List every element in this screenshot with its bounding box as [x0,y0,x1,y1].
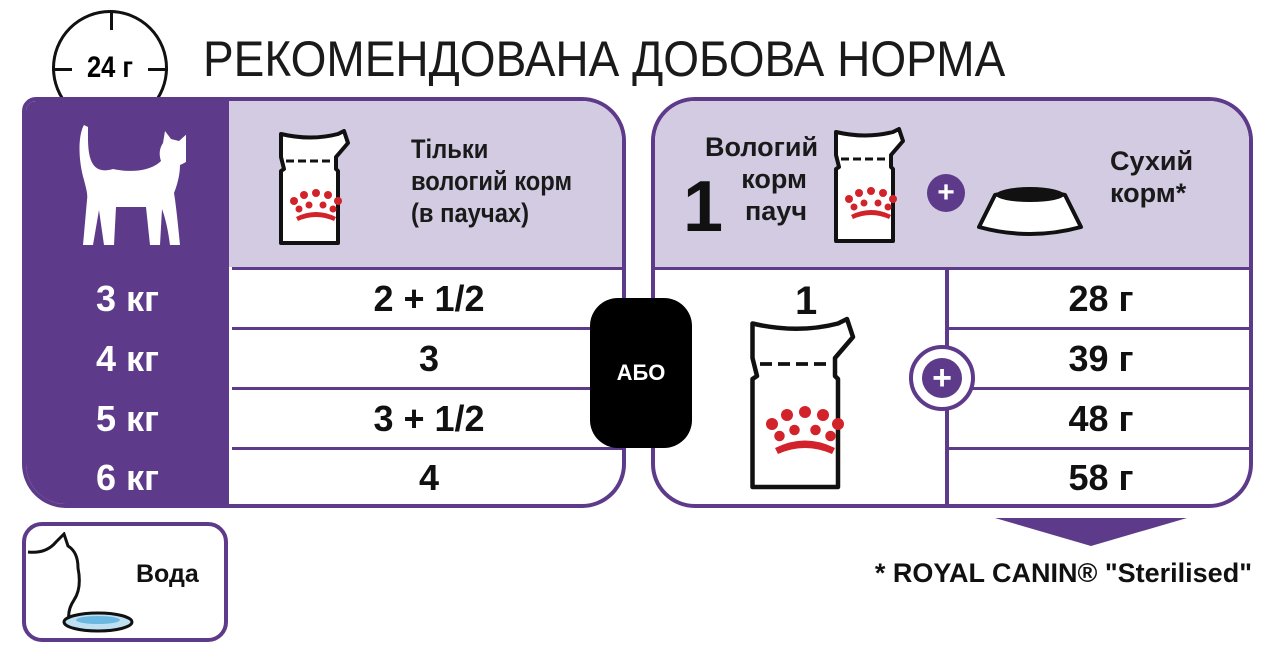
table-row-weight: 6 кг [95,457,160,498]
table-row-weight: 3 кг [95,277,160,319]
wet-count: 1 [683,167,724,247]
arrow-down-icon [995,518,1187,546]
dry-amount: 48 г [1068,397,1134,439]
wet-label: Вологий корм пауч [705,132,819,226]
page-title: РЕКОМЕНДОВАНА ДОБОВА НОРМА [203,31,1006,87]
table-row-amount: 3 + 1/2 [373,397,485,439]
dry-amount: 28 г [1068,277,1134,319]
cat-drinking-icon [27,532,134,633]
wet-only-table: Тільки вологий корм (в паучах) 3 кг 2 + … [22,97,626,508]
plus-icon: + [927,174,965,212]
bowl-icon [977,187,1083,236]
plus-circle-icon: + [909,345,975,411]
mixed-feeding-table: 1 Вологий корм пауч + Сухий корм* 1 28 г… [651,97,1253,508]
wet-only-header: Тільки вологий корм (в паучах) [411,134,573,228]
table-row-weight: 5 кг [95,397,160,439]
table-row-amount: 2 + 1/2 [373,277,485,319]
table-row-amount: 3 [418,337,440,379]
cat-icon [79,125,186,245]
dry-amount: 58 г [1068,457,1134,498]
water-box: Вода [22,522,228,642]
pouch-icon [279,129,350,245]
pouch-icon [750,316,856,490]
footnote: * ROYAL CANIN® "Sterilised" [874,558,1252,588]
pouch-icon [834,127,905,243]
water-label: Вода [136,560,199,588]
dry-amount: 39 г [1068,337,1134,379]
dry-label: Сухий корм* [1110,146,1194,208]
daily-amount-label: 24 г [75,51,145,85]
table-row-weight: 4 кг [95,337,160,379]
pouch-count: 1 [795,279,818,323]
or-badge: АБО [590,298,692,448]
table-row-amount: 4 [418,457,440,498]
